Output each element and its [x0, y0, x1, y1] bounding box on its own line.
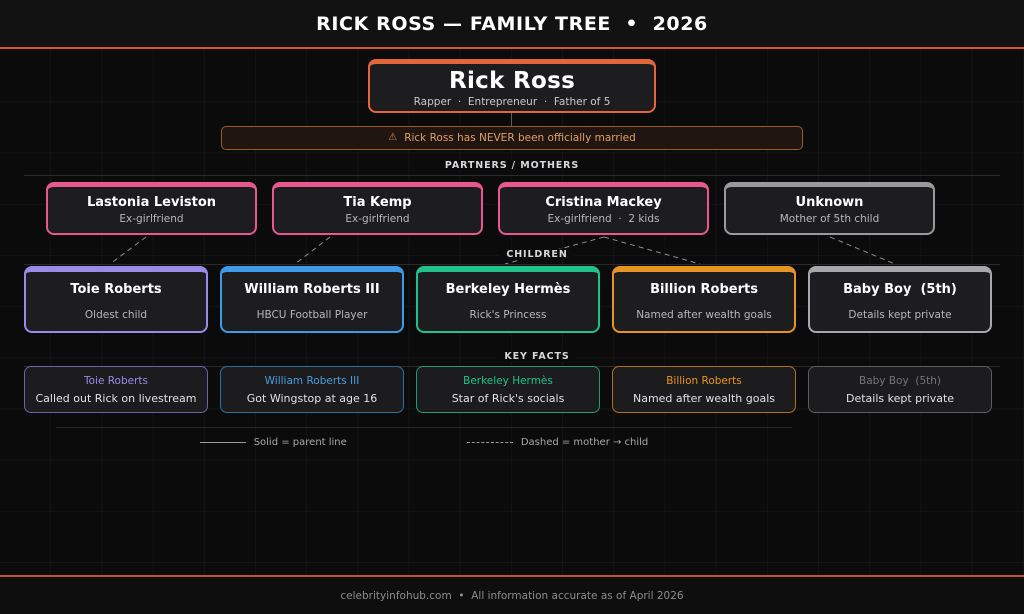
page-header: RICK ROSS — FAMILY TREE • 2026: [0, 0, 1024, 48]
section-label-keyfacts: KEY FACTS: [497, 351, 577, 362]
key-fact-name: Billion Roberts: [666, 374, 742, 387]
section-rule-children: [24, 264, 1000, 265]
child-card-1[interactable]: William Roberts III HBCU Football Player: [220, 266, 404, 333]
partner-card-2[interactable]: Cristina Mackey Ex-girlfriend · 2 kids: [498, 182, 709, 235]
partner-card-1[interactable]: Tia Kemp Ex-girlfriend: [272, 182, 483, 235]
section-label-partners: PARTNERS / MOTHERS: [437, 160, 587, 171]
page-footer: celebrityinfohub.com • All information a…: [0, 577, 1024, 614]
child-card-4[interactable]: Baby Boy (5th) Details kept private: [808, 266, 992, 333]
child-card-3[interactable]: Billion Roberts Named after wealth goals: [612, 266, 796, 333]
partner-name: Unknown: [795, 195, 864, 210]
solid-line-swatch: [199, 441, 246, 443]
key-fact-card-0[interactable]: Toie Roberts Called out Rick on livestre…: [24, 366, 208, 413]
partner-role: Mother of 5th child: [779, 213, 880, 225]
partner-role: Ex-girlfriend · 2 kids: [547, 213, 660, 225]
child-name: Billion Roberts: [650, 282, 758, 297]
footer-text: celebrityinfohub.com • All information a…: [340, 589, 684, 602]
partner-card-3[interactable]: Unknown Mother of 5th child: [724, 182, 935, 235]
legend-label-solid: Solid = parent line: [253, 436, 347, 448]
marriage-notice-banner: ⚠ Rick Ross has NEVER been officially ma…: [221, 126, 803, 150]
child-note: HBCU Football Player: [256, 309, 368, 321]
key-fact-text: Got Wingstop at age 16: [246, 391, 378, 405]
dashed-line-swatch: [466, 441, 513, 443]
child-name: Toie Roberts: [70, 282, 162, 297]
child-note: Rick's Princess: [469, 309, 547, 321]
key-fact-card-1[interactable]: William Roberts III Got Wingstop at age …: [220, 366, 404, 413]
root-person-subtitle: Rapper · Entrepreneur · Father of 5: [413, 95, 611, 108]
legend-item-solid: Solid = parent line: [199, 436, 347, 448]
key-fact-name: Baby Boy (5th): [858, 374, 942, 387]
partner-role: Ex-girlfriend: [345, 213, 410, 225]
partner-name: Tia Kemp: [343, 195, 412, 210]
key-fact-text: Called out Rick on livestream: [35, 391, 197, 405]
child-card-2[interactable]: Berkeley Hermès Rick's Princess: [416, 266, 600, 333]
legend: Solid = parent line Dashed = mother → ch…: [56, 434, 792, 450]
partner-name: Lastonia Leviston: [86, 195, 217, 210]
key-fact-text: Star of Rick's socials: [451, 391, 565, 405]
child-name: Baby Boy (5th): [843, 282, 957, 297]
legend-divider: [56, 427, 792, 428]
partner-name: Cristina Mackey: [545, 195, 662, 210]
key-fact-name: Berkeley Hermès: [463, 374, 553, 387]
partner-card-0[interactable]: Lastonia Leviston Ex-girlfriend: [46, 182, 257, 235]
key-fact-name: Toie Roberts: [83, 374, 149, 387]
child-note: Oldest child: [84, 309, 148, 321]
legend-label-dashed: Dashed = mother → child: [520, 436, 649, 448]
child-name: William Roberts III: [244, 282, 380, 297]
child-card-0[interactable]: Toie Roberts Oldest child: [24, 266, 208, 333]
key-fact-name: William Roberts III: [264, 374, 360, 387]
key-fact-text: Named after wealth goals: [632, 391, 776, 405]
section-label-children: CHILDREN: [499, 249, 575, 260]
partner-role: Ex-girlfriend: [119, 213, 184, 225]
key-fact-card-4[interactable]: Baby Boy (5th) Details kept private: [808, 366, 992, 413]
page-title: RICK ROSS — FAMILY TREE • 2026: [316, 13, 708, 35]
section-rule-partners: [24, 175, 1000, 176]
key-fact-card-3[interactable]: Billion Roberts Named after wealth goals: [612, 366, 796, 413]
root-person-name: Rick Ross: [448, 67, 576, 94]
legend-item-dashed: Dashed = mother → child: [466, 436, 649, 448]
marriage-notice-text: Rick Ross has NEVER been officially marr…: [404, 132, 636, 144]
child-name: Berkeley Hermès: [445, 282, 571, 297]
key-fact-text: Details kept private: [845, 391, 955, 405]
child-note: Named after wealth goals: [636, 309, 772, 321]
root-connector-line: [511, 113, 512, 126]
child-note: Details kept private: [848, 309, 952, 321]
footer-divider: [0, 575, 1024, 577]
key-fact-card-2[interactable]: Berkeley Hermès Star of Rick's socials: [416, 366, 600, 413]
section-children: CHILDREN: [24, 249, 1000, 267]
header-divider: [0, 47, 1024, 49]
root-person-card[interactable]: Rick Ross Rapper · Entrepreneur · Father…: [368, 59, 656, 113]
section-partners: PARTNERS / MOTHERS: [24, 160, 1000, 178]
warning-icon: ⚠: [388, 132, 398, 143]
